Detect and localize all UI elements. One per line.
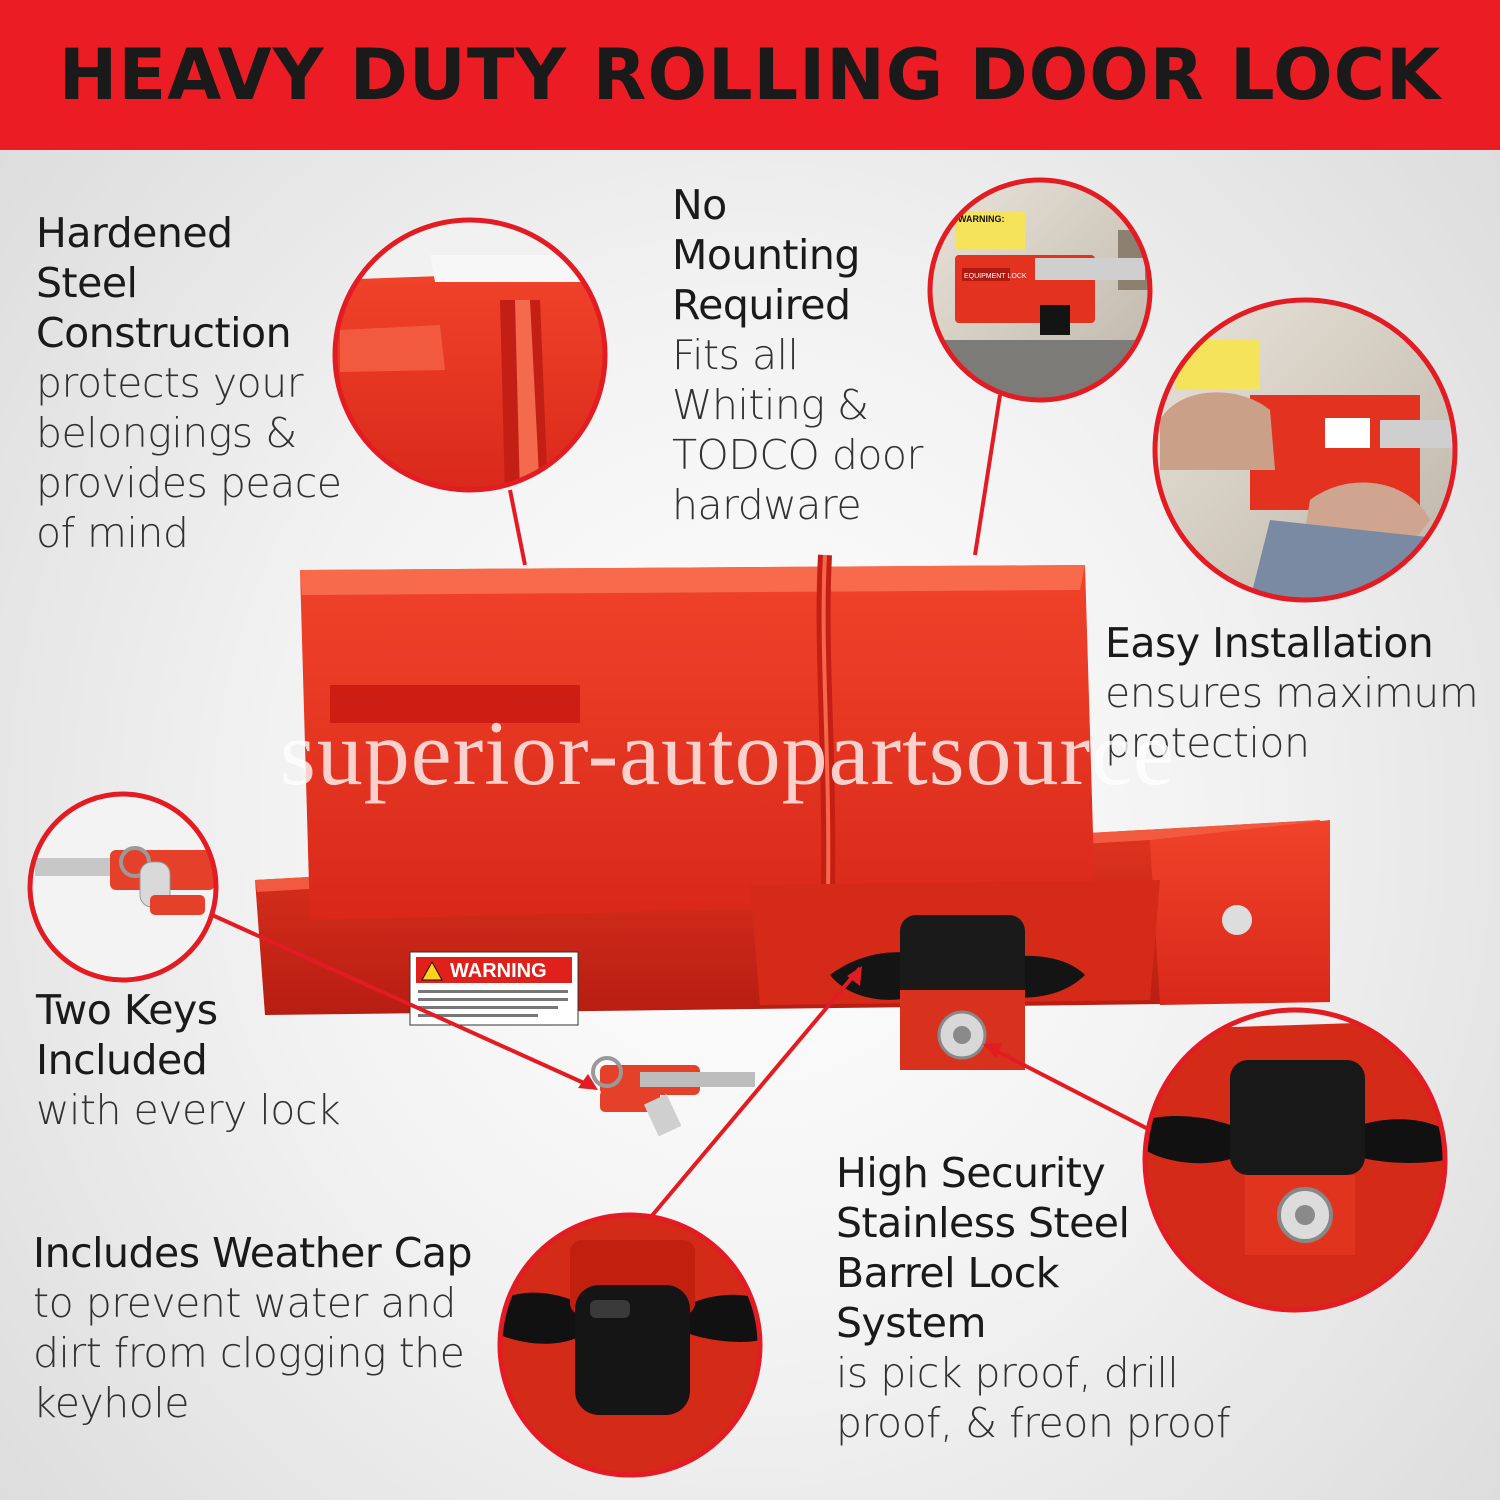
- keys-image: [591, 1056, 755, 1137]
- feature-security-heading-line: High Security: [836, 1149, 1106, 1197]
- callout-mounted-image: WARNING: EQUIPMENT LOCK: [927, 177, 1153, 403]
- feature-keys-heading-line: Included: [36, 1036, 208, 1084]
- feature-mounting-heading-line: No: [672, 181, 727, 229]
- warning-label: WARNING: [409, 951, 579, 1026]
- feature-hardened-detail-line: belongings &: [36, 409, 297, 457]
- feature-mounting-heading-line: Required: [672, 281, 851, 329]
- feature-hardened-heading-line: Construction: [36, 309, 292, 357]
- feature-mounting-detail-line: hardware: [672, 481, 862, 529]
- feature-mounting-detail-line: Fits all: [672, 331, 799, 379]
- feature-install-detail-line: protection: [1105, 719, 1310, 767]
- feature-mounting-heading-line: Mounting: [672, 231, 860, 279]
- main-lock-image: WARNING: [255, 554, 1330, 1137]
- feature-security-detail-line: proof, & freon proof: [836, 1399, 1230, 1447]
- feature-hardened-steel: Hardened Steel Construction protects you…: [36, 208, 342, 558]
- feature-hardened-heading-line: Hardened: [36, 209, 233, 257]
- callout-installation-image: [1152, 297, 1458, 603]
- callout-hardened-steel-image: [332, 217, 608, 493]
- feature-security-heading-line: System: [836, 1299, 986, 1347]
- feature-weather-detail-line: keyhole: [33, 1379, 189, 1427]
- feature-keys-heading-line: Two Keys: [36, 986, 218, 1034]
- feature-security-heading-line: Barrel Lock: [836, 1249, 1059, 1297]
- feature-weather-heading-line: Includes Weather Cap: [33, 1229, 473, 1277]
- svg-text:WARNING:: WARNING:: [958, 214, 1005, 224]
- callout-lines: [189, 394, 1151, 1220]
- callout-barrel-lock-image: [1142, 1007, 1448, 1313]
- feature-weather-cap: Includes Weather Cap to prevent water an…: [33, 1228, 473, 1428]
- feature-high-security: High Security Stainless Steel Barrel Loc…: [836, 1148, 1230, 1448]
- feature-keys-detail-line: with every lock: [36, 1086, 341, 1134]
- feature-weather-detail-line: to prevent water and: [33, 1279, 456, 1327]
- feature-install-heading-line: Easy Installation: [1105, 619, 1434, 667]
- feature-security-heading-line: Stainless Steel: [836, 1199, 1130, 1247]
- equipment-label: EQUIPMENT LOCK: [964, 273, 1027, 280]
- feature-security-detail-line: is pick proof, drill: [836, 1349, 1179, 1397]
- feature-hardened-heading-line: Steel: [36, 259, 138, 307]
- callout-keys-image: [27, 791, 219, 983]
- warning-label-title: WARNING: [450, 960, 547, 982]
- feature-hardened-detail-line: of mind: [36, 509, 189, 557]
- feature-no-mounting: No Mounting Required Fits all Whiting & …: [672, 180, 923, 530]
- feature-two-keys: Two Keys Included with every lock: [36, 985, 341, 1135]
- feature-hardened-detail-line: provides peace: [36, 459, 342, 507]
- callout-weather-cap-image: [497, 1212, 763, 1478]
- feature-weather-detail-line: dirt from clogging the: [33, 1329, 465, 1377]
- feature-mounting-detail-line: TODCO door: [672, 431, 923, 479]
- feature-install-detail-line: ensures maximum: [1105, 669, 1479, 717]
- title-banner: HEAVY DUTY ROLLING DOOR LOCK: [0, 0, 1500, 150]
- feature-hardened-detail-line: protects your: [36, 359, 304, 407]
- feature-easy-installation: Easy Installation ensures maximum protec…: [1105, 618, 1479, 768]
- page-title: HEAVY DUTY ROLLING DOOR LOCK: [58, 34, 1442, 116]
- feature-mounting-detail-line: Whiting &: [672, 381, 869, 429]
- watermark-text: superior-autopartsource: [280, 702, 1175, 804]
